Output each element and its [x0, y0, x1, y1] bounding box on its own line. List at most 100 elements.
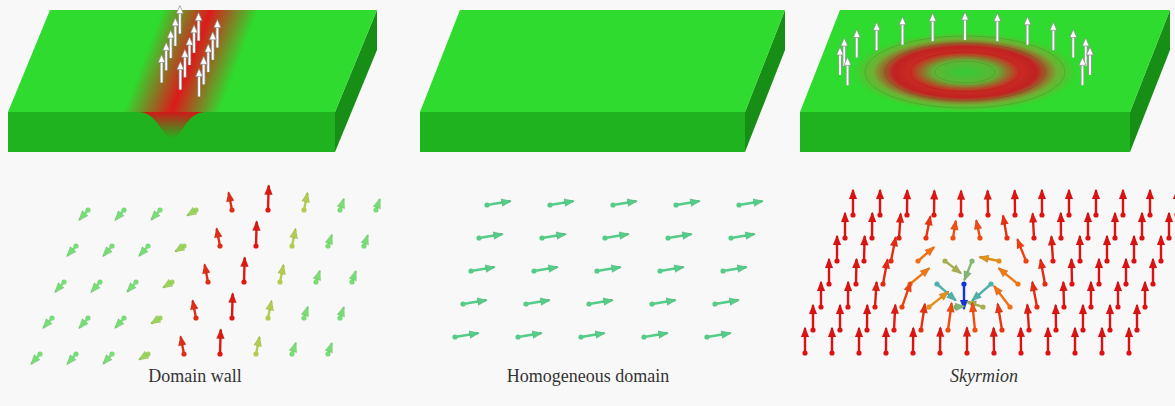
arrow-head: [195, 13, 202, 21]
arrow-shaft-edge: [931, 19, 934, 41]
spin-arrow: [828, 327, 836, 356]
spin-head: [682, 232, 693, 240]
arrow-shaft: [207, 50, 209, 72]
arrow-head: [196, 69, 203, 77]
spin-arrow: [349, 270, 357, 284]
spin-arrow: [264, 185, 272, 213]
spin-head: [833, 235, 841, 245]
spin-arrow: [903, 189, 911, 217]
spin-head: [1071, 327, 1079, 337]
spin-head: [666, 298, 677, 306]
contour-line: [935, 61, 995, 83]
spin-head: [202, 263, 210, 274]
spin-arrow: [891, 304, 899, 333]
spin-arrow: [178, 335, 186, 356]
spin-arrow: [868, 212, 876, 241]
magnetic-slab: [800, 10, 1170, 152]
spin-head: [1103, 235, 1111, 245]
spin-arrow: [181, 49, 188, 77]
spin-arrow: [103, 243, 115, 256]
spin-arrow: [923, 215, 932, 240]
arrow-shaft: [839, 53, 841, 75]
spin-head: [1029, 212, 1037, 222]
spin-arrow: [163, 42, 170, 70]
spin-arrow: [1060, 281, 1068, 310]
spin-head: [1038, 258, 1046, 269]
spin-head: [993, 285, 1002, 295]
spin-head: [809, 304, 817, 314]
spin-head: [55, 283, 65, 293]
contour-line: [910, 52, 1020, 92]
arrow-shaft: [174, 24, 176, 46]
spin-arrow: [852, 258, 860, 287]
spin-head: [361, 234, 369, 245]
spin-arrows-3d: [158, 6, 1093, 97]
spin-arrow: [1068, 258, 1076, 287]
spin-head: [79, 319, 89, 329]
spin-arrow: [953, 303, 965, 311]
spin-arrow: [191, 25, 198, 53]
arrow-shaft: [179, 12, 181, 34]
spin-arrow: [1001, 214, 1010, 240]
spin-head: [903, 189, 911, 199]
spin-arrow: [888, 236, 897, 263]
spin-arrow: [998, 268, 1021, 287]
spin-head: [1095, 258, 1103, 268]
spin-arrow: [172, 18, 179, 46]
spin-arrow: [1017, 238, 1029, 263]
spin-head: [690, 199, 701, 207]
slab-front: [800, 112, 1130, 152]
spin-head: [43, 319, 53, 329]
spin-arrow: [915, 246, 935, 263]
arrow-head: [844, 57, 851, 65]
spin-head: [1052, 304, 1060, 314]
caption-holder: Homogeneous domain: [505, 366, 671, 387]
spin-head: [337, 306, 345, 317]
spin-arrow: [974, 219, 982, 240]
spin-head: [186, 207, 197, 216]
arrow-head: [873, 22, 880, 30]
spin-arrow: [301, 192, 309, 213]
spin-head: [936, 327, 944, 337]
spin-arrow: [1079, 304, 1087, 333]
panel-caption: Skyrmion: [948, 366, 1020, 387]
spin-arrow: [578, 331, 605, 340]
spin-head: [325, 342, 333, 353]
arrow-shaft: [212, 38, 214, 60]
spin-head: [556, 232, 567, 240]
arrow-shaft: [876, 28, 878, 50]
slab-layer: [8, 10, 1170, 152]
spin-arrow: [855, 327, 863, 356]
arrow-head: [994, 13, 1001, 21]
spin-arrow: [186, 37, 193, 65]
arrow-shaft-edge: [1081, 63, 1084, 85]
arrow-head: [962, 12, 969, 20]
slab-top: [800, 10, 1170, 112]
spin-arrow: [1114, 281, 1122, 310]
contour-line: [885, 43, 1045, 101]
arrow-shaft: [902, 23, 904, 45]
spin-arrow: [186, 207, 198, 216]
arrow-shaft-edge: [207, 50, 210, 72]
wall-dip: [138, 112, 206, 138]
spin-arrow: [228, 293, 236, 321]
spin-arrow: [995, 303, 1004, 333]
spin-head: [852, 258, 860, 268]
spin-arrow: [934, 281, 956, 301]
spin-arrow: [277, 264, 285, 285]
arrow-head: [853, 30, 860, 38]
spin-head: [990, 327, 998, 337]
spin-head: [1165, 212, 1173, 222]
spin-head: [190, 299, 198, 310]
spin-head: [1079, 304, 1087, 314]
spin-head: [290, 228, 298, 239]
spin-head: [753, 199, 764, 207]
arrow-shaft-edge: [178, 12, 181, 34]
spin-head: [1138, 212, 1146, 222]
arrow-head: [209, 32, 216, 40]
arrow-head: [1050, 22, 1057, 30]
spin-arrow: [896, 213, 904, 241]
spin-arrow: [325, 342, 333, 356]
spin-arrow: [460, 298, 487, 307]
